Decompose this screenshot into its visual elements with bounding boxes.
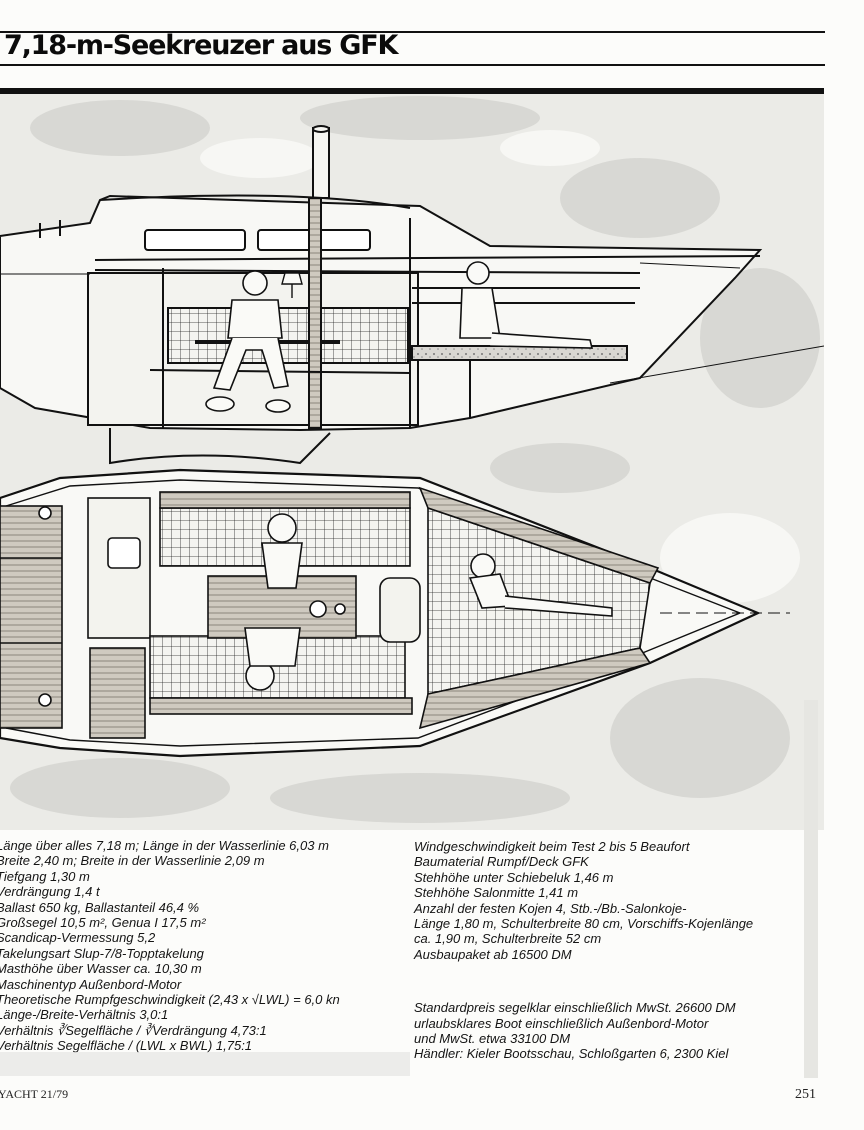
scan-shade-right (804, 700, 818, 1078)
page-number: 251 (795, 1087, 816, 1102)
spec-line: Länge über alles 7,18 m; Länge in der Wa… (0, 838, 329, 853)
spec-line: Verhältnis ∛Segelfläche / ∛Verdrängung 4… (0, 1022, 267, 1038)
spec-line: Ballast 650 kg, Ballastanteil 46,4 % (0, 899, 200, 915)
spec-line: ca. 1,90 m, Schulterbreite 52 cm (414, 931, 602, 947)
specs-left-column: Länge über alles 7,18 m; Länge in der Wa… (0, 838, 340, 1054)
price-line: Händler: Kieler Bootsschau, Schloßgarten… (414, 1046, 729, 1062)
spec-line: Anzahl der festen Kojen 4, Stb.-/Bb.-Sal… (414, 900, 687, 916)
price-line: Standardpreis segelklar einschließlich M… (414, 1000, 736, 1016)
spec-line: Länge 1,80 m, Schulterbreite 80 cm, Vors… (414, 916, 754, 932)
spec-line: Theoretische Rumpfgeschwindigkeit (2,43 … (0, 992, 340, 1008)
title-rule-top (0, 31, 825, 33)
scan-shade-bottom (0, 1052, 410, 1076)
price-line: und MwSt. etwa 33100 DM (414, 1031, 571, 1047)
spec-line: Länge-/Breite-Verhältnis 3,0:1 (0, 1007, 169, 1023)
spec-line: Takelungsart Slup-7/8-Topptakelung (0, 945, 204, 961)
boat-illustration (0, 88, 824, 830)
spec-line: Scandicap-Vermessung 5,2 (0, 930, 156, 946)
specs-right-column: Windgeschwindigkeit beim Test 2 bis 5 Be… (414, 839, 753, 1062)
spec-line: Ausbaupaket ab 16500 DM (414, 946, 572, 962)
spec-line: Breite 2,40 m; Breite in der Wasserlinie… (0, 853, 265, 869)
spec-line: Stehhöhe unter Schiebeluk 1,46 m (414, 869, 614, 885)
spec-line: Stehhöhe Salonmitte 1,41 m (414, 885, 579, 901)
spec-line: Tiefgang 1,30 m (0, 868, 90, 884)
price-line: urlaubsklares Boot einschließlich Außenb… (414, 1015, 709, 1031)
article-title: 7,18-m-Seekreuzer aus GFK (4, 30, 398, 61)
spec-line: Baumaterial Rumpf/Deck GFK (414, 854, 589, 870)
spec-line: Verhältnis Segelfläche / (LWL x BWL) 1,7… (0, 1038, 253, 1054)
issue-label: YACHT 21/79 (0, 1087, 69, 1101)
spec-line: Windgeschwindigkeit beim Test 2 bis 5 Be… (414, 839, 690, 854)
spec-line: Maschinentyp Außenbord-Motor (0, 976, 182, 992)
spec-line: Verdrängung 1,4 t (0, 884, 100, 900)
spec-line: Großsegel 10,5 m², Genua I 17,5 m² (0, 915, 206, 931)
spec-line: Masthöhe über Wasser ca. 10,30 m (0, 961, 202, 977)
title-rule-bottom (0, 64, 825, 66)
